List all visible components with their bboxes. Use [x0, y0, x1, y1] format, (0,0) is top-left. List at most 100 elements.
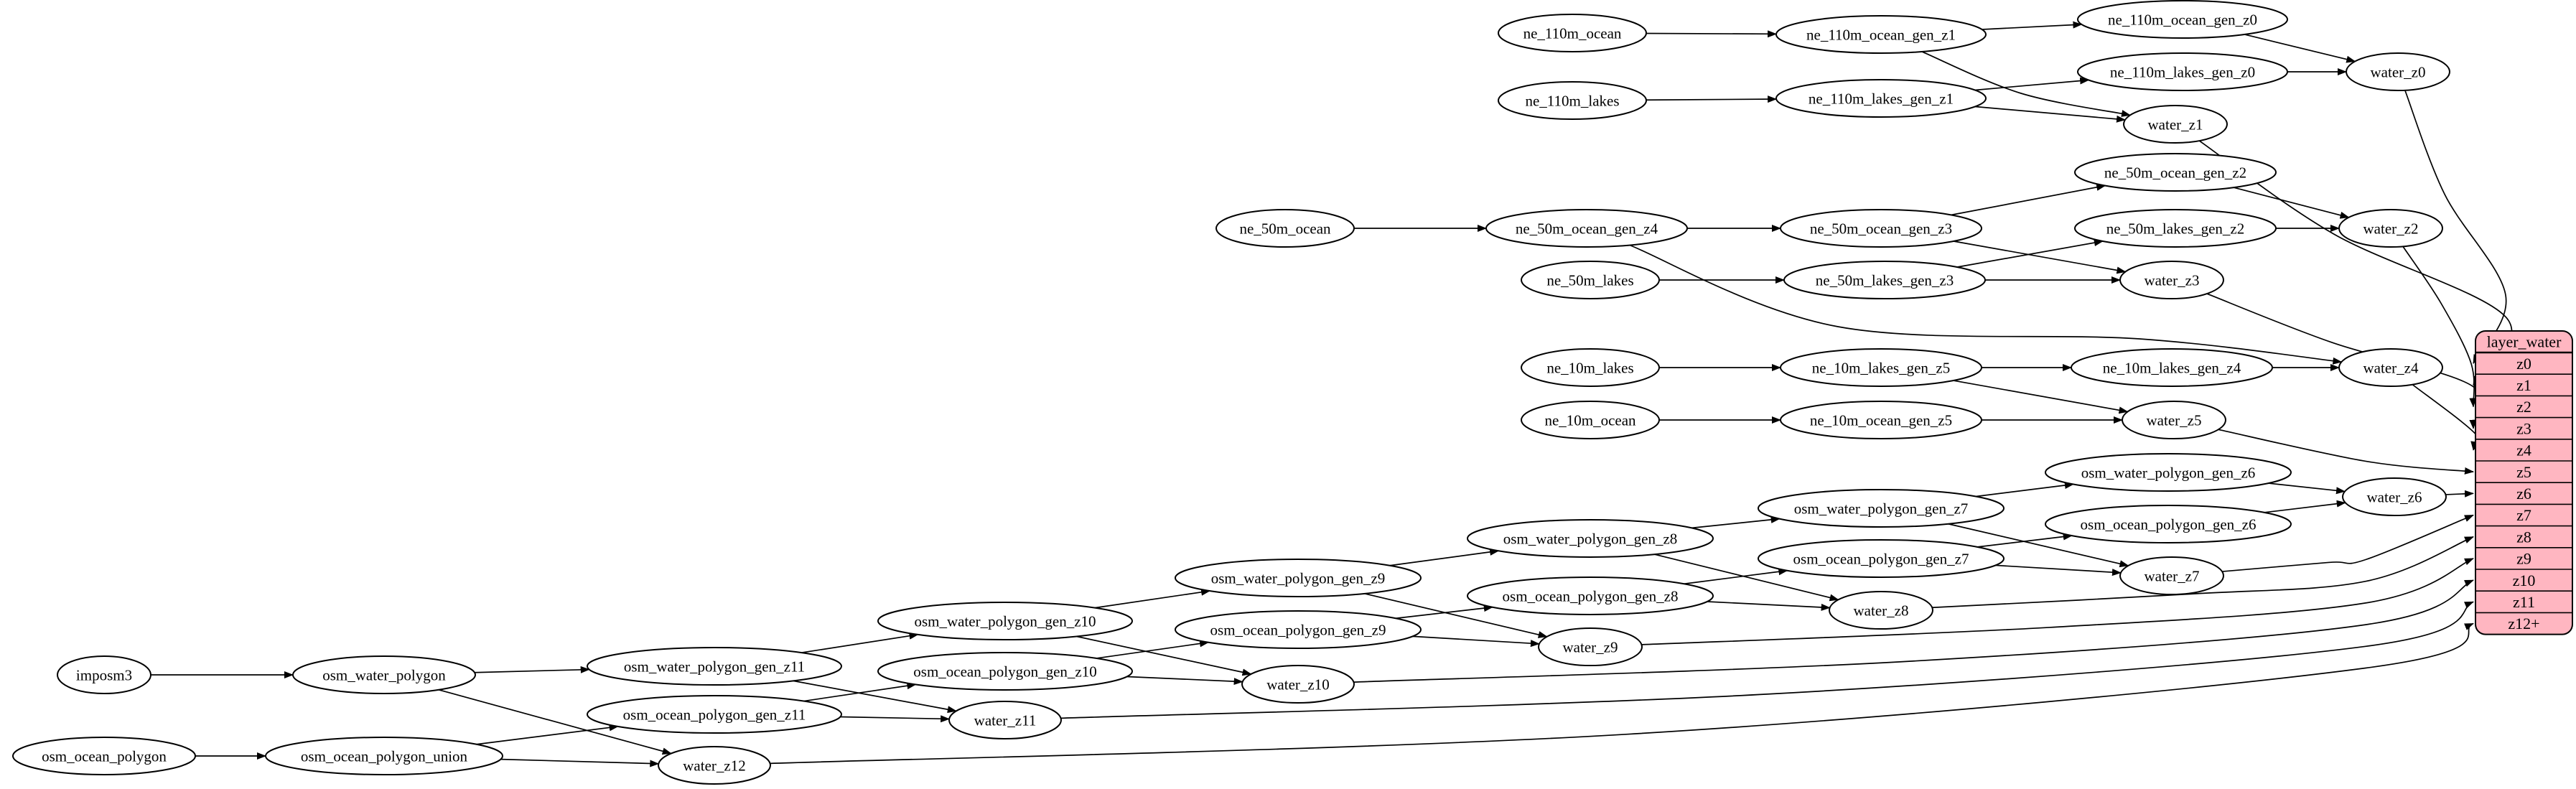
node-ne_10m_lakes: ne_10m_lakes — [1521, 348, 1660, 387]
node-osm_ocean_polygon_gen_z6: osm_ocean_polygon_gen_z6 — [2045, 505, 2292, 543]
edge-osm_ocean_polygon_gen_z8-to-water_z8 — [1707, 601, 1831, 611]
table-row-z1: z1 — [2516, 376, 2531, 394]
edge-osm_water_polygon_gen_z10-to-osm_water_polygon_gen_z9 — [1094, 588, 1211, 609]
node-label: ne_50m_ocean — [1239, 220, 1331, 237]
edge-ne_50m_ocean_gen_z3-to-ne_50m_ocean_gen_z2 — [1951, 183, 2106, 216]
node-ellipse — [292, 655, 476, 694]
node-label: osm_ocean_polygon_gen_z6 — [2081, 515, 2257, 533]
edge-osm_water_polygon-to-osm_water_polygon_gen_z11 — [474, 666, 590, 673]
node-ellipse — [1538, 627, 1643, 666]
node-label: ne_10m_lakes_gen_z4 — [2103, 359, 2241, 376]
table-row-z7: z7 — [2516, 506, 2531, 524]
node-ellipse — [1780, 209, 1982, 248]
node-label: water_z11 — [974, 711, 1037, 729]
node-label: osm_water_polygon_gen_z11 — [624, 658, 805, 675]
node-ellipse — [2342, 477, 2447, 516]
node-ne_10m_lakes_gen_z4: ne_10m_lakes_gen_z4 — [2071, 348, 2273, 387]
node-ellipse — [2346, 52, 2450, 91]
edge-osm_ocean_polygon_gen_z9-to-water_z9 — [1412, 635, 1540, 648]
node-label: water_z1 — [2148, 116, 2203, 133]
node-water_z12: water_z12 — [658, 746, 771, 785]
node-ne_50m_lakes_gen_z3: ne_50m_lakes_gen_z3 — [1783, 261, 1986, 299]
node-ellipse — [1521, 261, 1660, 299]
table-layer-water: layer_waterz0z1z2z3z4z5z6z7z8z9z10z11z12… — [2475, 330, 2573, 635]
node-label: osm_ocean_polygon_union — [301, 747, 468, 765]
node-label: osm_water_polygon_gen_z7 — [1794, 500, 1969, 517]
node-ne_50m_lakes: ne_50m_lakes — [1521, 261, 1660, 299]
table-row-z4: z4 — [2516, 442, 2531, 459]
node-ellipse — [2119, 556, 2224, 595]
edge-osm_ocean_polygon_gen_z7-to-osm_ocean_polygon_gen_z6 — [1977, 533, 2073, 548]
node-ellipse — [1175, 610, 1422, 649]
node-ellipse — [1498, 14, 1647, 52]
node-osm_ocean_polygon_gen_z8: osm_ocean_polygon_gen_z8 — [1467, 576, 1714, 615]
node-ellipse — [587, 695, 842, 734]
node-osm_water_polygon_gen_z11: osm_water_polygon_gen_z11 — [587, 647, 842, 686]
node-ellipse — [2077, 52, 2288, 91]
table-row-z8: z8 — [2516, 528, 2531, 546]
edge-water_z10-to-layer_water-z10 — [1353, 579, 2474, 683]
node-label: osm_ocean_polygon_gen_z11 — [623, 706, 806, 723]
edge-water_z8-to-layer_water-z8 — [1932, 536, 2474, 609]
node-ellipse — [2338, 348, 2443, 387]
node-osm_water_polygon_gen_z6: osm_water_polygon_gen_z6 — [2045, 453, 2292, 492]
edge-ne_110m_lakes_gen_z1-to-ne_110m_lakes_gen_z0 — [1974, 77, 2090, 91]
node-label: osm_ocean_polygon_gen_z10 — [913, 663, 1096, 680]
edge-water_z12-to-layer_water-z12+ — [770, 622, 2474, 765]
node-ellipse — [2045, 505, 2292, 543]
node-label: ne_110m_ocean_gen_z1 — [1806, 26, 1956, 43]
node-ellipse — [587, 647, 842, 686]
node-ellipse — [2123, 105, 2228, 144]
node-water_z11: water_z11 — [948, 701, 1062, 739]
edge-osm_ocean_polygon_gen_z10-to-water_z10 — [1126, 676, 1243, 686]
node-ellipse — [1783, 261, 1986, 299]
edge-water_z11-to-layer_water-z11 — [1060, 601, 2474, 719]
edge-osm_water_polygon_gen_z8-to-water_z8 — [1654, 554, 1839, 602]
edge-ne_110m_lakes_gen_z1-to-water_z1 — [1974, 106, 2127, 123]
edge-osm_water_polygon_gen_z10-to-water_z10 — [1076, 635, 1252, 676]
node-ellipse — [1215, 209, 1355, 248]
edge-osm_water_polygon_gen_z9-to-water_z9 — [1364, 593, 1548, 638]
edge-osm_ocean_polygon_union-to-water_z12 — [500, 758, 660, 767]
node-ellipse — [948, 701, 1062, 739]
edge-ne_110m_ocean_gen_z0-to-water_z0 — [2244, 34, 2356, 63]
node-ne_10m_ocean_gen_z5: ne_10m_ocean_gen_z5 — [1780, 401, 1982, 439]
node-label: osm_water_polygon — [322, 666, 446, 683]
node-label: ne_110m_lakes_gen_z0 — [2110, 63, 2255, 80]
node-ne_110m_ocean_gen_z0: ne_110m_ocean_gen_z0 — [2077, 0, 2288, 39]
edge-layer — [151, 21, 2513, 767]
node-label: ne_110m_lakes — [1525, 92, 1619, 109]
node-label: osm_water_polygon_gen_z9 — [1211, 569, 1386, 587]
edge-water_z9-to-layer_water-z9 — [1641, 558, 2474, 645]
node-ne_50m_ocean_gen_z3: ne_50m_ocean_gen_z3 — [1780, 209, 1982, 248]
node-label: water_z6 — [2367, 488, 2422, 505]
node-label: ne_50m_lakes_gen_z2 — [2106, 220, 2244, 237]
node-label: osm_water_polygon_gen_z6 — [2081, 464, 2256, 481]
edge-ne_50m_ocean_gen_z2-to-water_z2 — [2234, 187, 2350, 219]
table-row-z3: z3 — [2516, 419, 2531, 437]
node-ellipse — [1498, 81, 1647, 120]
table-row-z12+: z12+ — [2508, 615, 2539, 632]
node-label: water_z4 — [2363, 359, 2419, 376]
edge-osm_water_polygon_gen_z7-to-water_z7 — [1948, 523, 2129, 568]
edge-osm_ocean_polygon_gen_z11-to-water_z11 — [840, 715, 951, 723]
node-label: ne_10m_ocean — [1544, 411, 1636, 429]
node-ellipse — [57, 655, 151, 694]
node-label: ne_10m_ocean_gen_z5 — [1810, 411, 1952, 429]
edge-ne_110m_lakes-to-ne_110m_lakes_gen_z1 — [1646, 95, 1778, 103]
node-ne_50m_ocean_gen_z4: ne_50m_ocean_gen_z4 — [1485, 209, 1688, 248]
node-ellipse — [877, 602, 1133, 640]
edge-water_z4-to-layer_water-z4 — [2412, 383, 2480, 451]
edge-osm_ocean_polygon_gen_z6-to-water_z6 — [2264, 500, 2346, 513]
node-ne_110m_lakes_gen_z1: ne_110m_lakes_gen_z1 — [1775, 79, 1987, 118]
node-label: ne_110m_lakes_gen_z1 — [1809, 90, 1954, 107]
node-label: water_z9 — [1563, 638, 1618, 655]
node-water_z9: water_z9 — [1538, 627, 1643, 666]
edge-ne_110m_ocean-to-ne_110m_ocean_gen_z1 — [1646, 30, 1778, 38]
node-osm_water_polygon_gen_z9: osm_water_polygon_gen_z9 — [1175, 559, 1422, 597]
node-ellipse — [2077, 0, 2288, 39]
node-label: osm_ocean_polygon_gen_z8 — [1503, 587, 1679, 604]
node-osm_water_polygon: osm_water_polygon — [292, 655, 476, 694]
edge-ne_10m_lakes_gen_z5-to-water_z5 — [1953, 380, 2129, 414]
node-ellipse — [1775, 79, 1987, 118]
